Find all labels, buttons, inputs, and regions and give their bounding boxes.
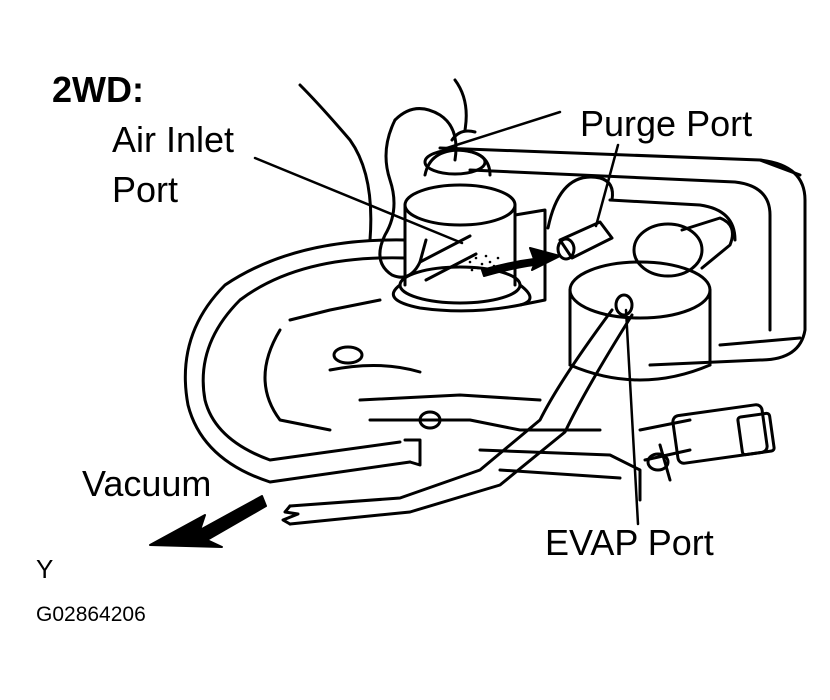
diagram-heading: 2WD: <box>52 69 144 110</box>
air-flow-speckle <box>468 254 500 272</box>
inlet-tube <box>418 234 478 282</box>
canister-body <box>438 146 807 367</box>
evap-port-leader <box>624 308 640 526</box>
vacuum-hose-loop <box>183 238 422 484</box>
air-inlet-leader <box>253 156 464 245</box>
label-top-leader <box>445 110 562 150</box>
figure-letter: Y <box>36 554 54 584</box>
purge-port-leader <box>594 143 620 228</box>
air-inlet-port-label: Air Inlet <box>112 119 235 160</box>
vacuum-arrow <box>149 495 267 548</box>
electrical-connector <box>638 403 776 482</box>
purge-port-label: Purge Port <box>580 103 753 144</box>
air-inlet-valve <box>391 148 547 313</box>
purge-port-nipple <box>546 175 614 261</box>
air-inlet-port-label-line2: Port <box>112 169 179 210</box>
base-plate <box>263 298 642 502</box>
round-fitting <box>632 216 734 278</box>
purge-flow-arrow <box>481 247 561 277</box>
evap-hose <box>281 308 634 526</box>
figure-code: G02864206 <box>36 603 146 626</box>
evap-port-label: EVAP Port <box>545 522 714 563</box>
evap-cylinder <box>568 260 712 382</box>
vacuum-label: Vacuum <box>82 463 212 504</box>
